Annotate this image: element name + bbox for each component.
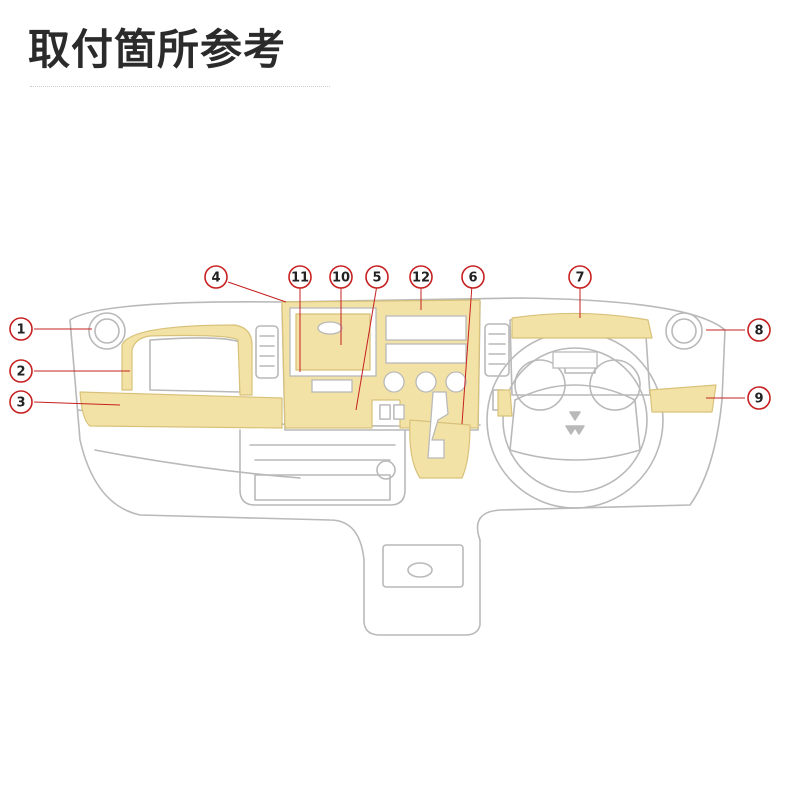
callout-12: 12	[409, 265, 433, 289]
callout-3: 3	[9, 390, 33, 414]
callout-circle	[329, 265, 353, 289]
callout-8: 8	[747, 318, 771, 342]
callout-label: 7	[575, 271, 584, 286]
callout-circle	[204, 265, 228, 289]
callout-label: 6	[468, 271, 477, 286]
callout-circle	[409, 265, 433, 289]
callout-9: 9	[747, 386, 771, 410]
callout-circle	[747, 318, 771, 342]
center-vent-right	[484, 323, 510, 377]
callout-label: 4	[211, 271, 220, 286]
callout-circle	[461, 265, 485, 289]
panel-7	[511, 312, 653, 339]
callout-circle	[365, 265, 389, 289]
callout-5: 5	[365, 265, 389, 289]
callout-label: 5	[372, 271, 381, 286]
center-vent-left	[255, 325, 279, 379]
callout-label: 9	[754, 392, 763, 407]
callout-label: 2	[16, 365, 25, 380]
callout-label: 11	[291, 271, 309, 286]
callout-4: 4	[204, 265, 228, 289]
title-underline	[30, 86, 330, 87]
callout-circle	[747, 386, 771, 410]
page-title: 取付箇所参考	[28, 25, 287, 74]
panel-3	[79, 391, 283, 429]
callout-7: 7	[568, 265, 592, 289]
callout-circle	[9, 317, 33, 341]
callout-label: 12	[412, 271, 430, 286]
panel-9	[497, 384, 717, 417]
callout-11: 11	[288, 265, 312, 289]
right-vent	[665, 312, 703, 350]
panel-2	[121, 324, 253, 396]
callout-circle	[288, 265, 312, 289]
callout-label: 8	[754, 324, 763, 339]
dashboard-outline	[69, 297, 726, 636]
callout-6: 6	[461, 265, 485, 289]
callout-label: 10	[332, 271, 350, 286]
callout-label: 1	[16, 323, 25, 338]
left-vent	[88, 312, 126, 350]
callout-circle	[9, 390, 33, 414]
callout-1: 1	[9, 317, 33, 341]
callout-circle	[9, 359, 33, 383]
callout-label: 3	[16, 396, 25, 411]
callout-10: 10	[329, 265, 353, 289]
callout-circle	[568, 265, 592, 289]
callout-2: 2	[9, 359, 33, 383]
